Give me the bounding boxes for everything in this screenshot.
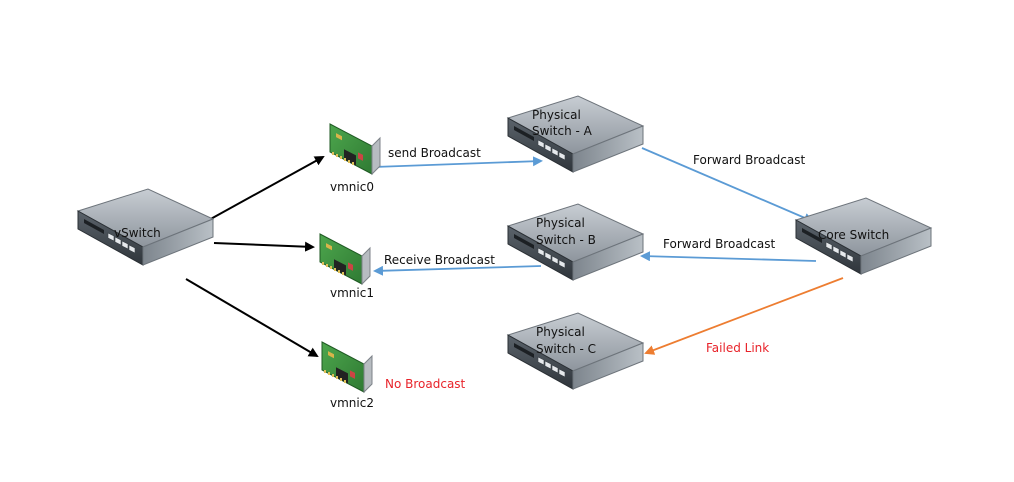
vmnic0-label: vmnic0 [330,180,374,194]
edge-vswitch-vmnic1 [213,241,315,252]
edge-switch-b-vmnic1 [373,265,542,276]
network-card-icon [329,123,381,175]
vmnic0-node: vmnic0 [329,123,381,194]
edge-switch-a-core [641,147,814,223]
vmnic1-node: vmnic1 [319,233,374,300]
failed-link-label: Failed Link [706,341,769,355]
switch-a-label-line1: Physical [532,108,581,122]
forward-broadcast-b-label: Forward Broadcast [663,237,775,251]
switch-c-label-line2: Switch - C [536,342,596,356]
switch-c-node: Physical Switch - C [507,312,644,390]
edge-core-switch-b [640,251,817,262]
switch-c-label-line1: Physical [536,325,585,339]
vswitch-label: vSwitch [114,226,161,240]
core-switch-label: Core Switch [818,228,889,242]
receive-broadcast-label: Receive Broadcast [384,253,495,267]
network-card-icon [321,341,373,393]
forward-broadcast-a-label: Forward Broadcast [693,153,805,167]
send-broadcast-label: send Broadcast [388,146,481,160]
edge-vmnic0-switch-a [373,156,543,168]
network-card-icon [319,233,371,285]
core-switch-node: Core Switch [795,197,932,275]
edge-vswitch-vmnic0 [197,156,325,227]
vswitch-node: vSwitch [77,188,214,266]
edge-core-switch-c [644,277,844,355]
no-broadcast-label: No Broadcast [385,377,466,391]
switch-a-node: Physical Switch - A [507,95,644,173]
switch-b-label-line2: Switch - B [536,233,596,247]
vmnic2-label: vmnic2 [330,396,374,410]
vmnic1-label: vmnic1 [330,286,374,300]
switch-b-node: Physical Switch - B [507,203,644,281]
edge-vswitch-vmnic2 [185,278,319,358]
switch-a-label-line2: Switch - A [532,124,593,138]
switch-b-label-line1: Physical [536,216,585,230]
vmnic2-node: vmnic2 [321,341,374,410]
